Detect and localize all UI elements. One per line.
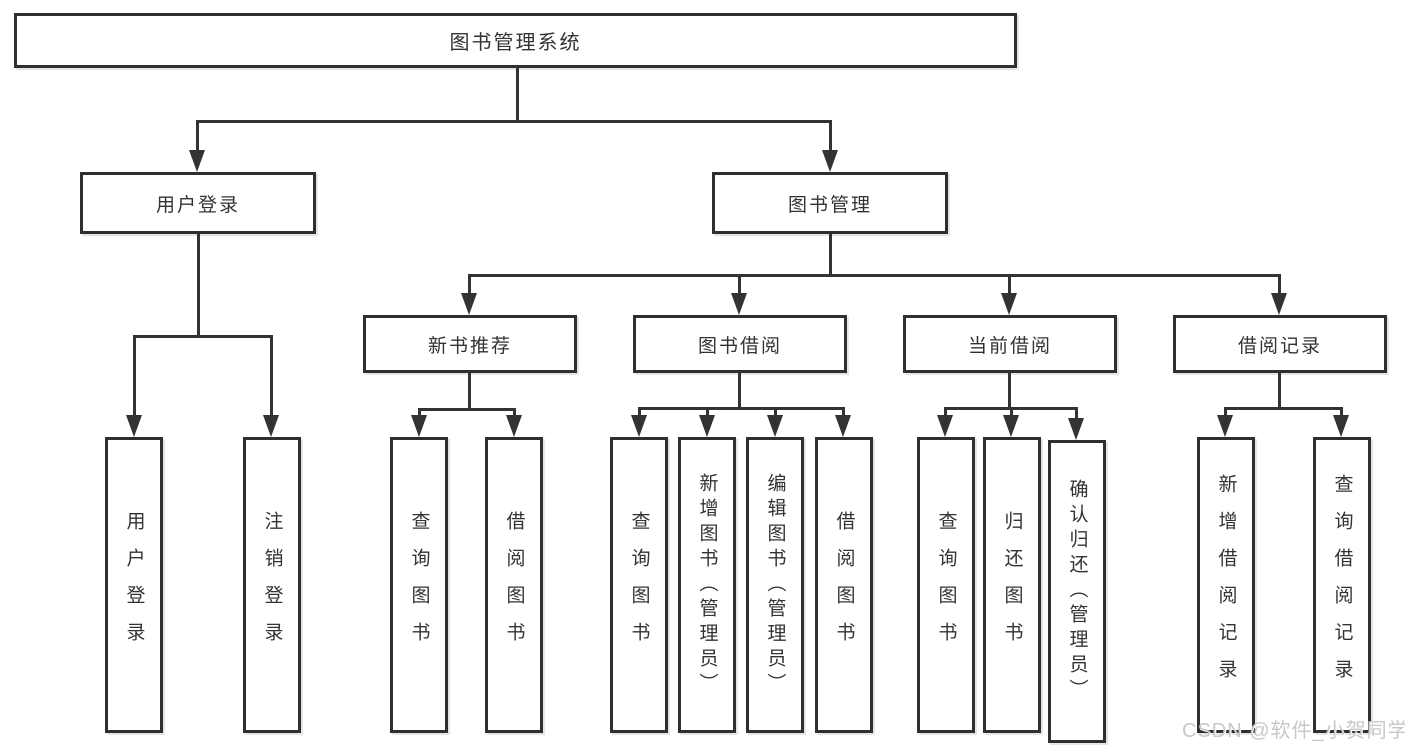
leaf-label: 归还图书: [1001, 511, 1023, 659]
leaf-label: 查询图书: [628, 511, 650, 659]
leaf-label: 注销登录: [261, 511, 283, 659]
arrow-down-icon: [1003, 415, 1019, 437]
connector-line: [1010, 407, 1013, 417]
leaf-logout: 注销登录: [243, 437, 301, 733]
arrow-down-icon: [835, 415, 851, 437]
connector-line: [516, 66, 519, 120]
connector-line: [842, 407, 845, 417]
arrow-down-icon: [767, 415, 783, 437]
connector-line: [513, 408, 516, 417]
connector-line: [196, 120, 832, 123]
connector-line: [1224, 407, 1342, 410]
connector-line: [738, 373, 741, 407]
leaf-recommend-borrow-books: 借阅图书: [485, 437, 543, 733]
connector-line: [774, 407, 777, 417]
leaf-borrow-edit-books-admin: 编辑图书（管理员）: [746, 437, 804, 733]
connector-line: [418, 408, 421, 417]
arrow-down-icon: [699, 415, 715, 437]
leaf-records-query-record: 查询借阅记录: [1313, 437, 1371, 733]
connector-line: [1340, 407, 1343, 417]
node-current-borrow: 当前借阅: [903, 315, 1117, 373]
node-borrow-records: 借阅记录: [1173, 315, 1387, 373]
connector-line: [1075, 407, 1078, 418]
leaf-label: 借阅图书: [833, 511, 855, 659]
leaf-current-return-books: 归还图书: [983, 437, 1041, 733]
connector-line: [1278, 274, 1281, 293]
leaf-label: 确认归还（管理员）: [1066, 479, 1088, 704]
watermark: CSDN @软件_小贺同学: [1182, 720, 1405, 742]
leaf-borrow-add-books-admin: 新增图书（管理员）: [678, 437, 736, 733]
arrow-down-icon: [1217, 415, 1233, 437]
connector-line: [1278, 373, 1281, 407]
connector-line: [829, 120, 832, 150]
leaf-recommend-query-books: 查询图书: [390, 437, 448, 733]
connector-line: [468, 274, 471, 293]
arrow-down-icon: [506, 415, 522, 437]
leaf-user-login: 用户登录: [105, 437, 163, 733]
node-new-book-recommend: 新书推荐: [363, 315, 577, 373]
connector-line: [1008, 274, 1011, 293]
connector-line: [133, 335, 273, 338]
leaf-label: 查询图书: [935, 511, 957, 659]
leaf-records-add-record: 新增借阅记录: [1197, 437, 1255, 733]
leaf-borrow-query-books: 查询图书: [610, 437, 668, 733]
leaf-label: 新增借阅记录: [1215, 474, 1237, 696]
arrow-down-icon: [1333, 415, 1349, 437]
connector-line: [468, 373, 471, 408]
leaf-label: 用户登录: [123, 511, 145, 659]
connector-line: [418, 408, 516, 411]
arrow-down-icon: [937, 415, 953, 437]
leaf-current-confirm-return-admin: 确认归还（管理员）: [1048, 440, 1106, 743]
connector-line: [706, 407, 709, 417]
arrow-down-icon: [126, 415, 142, 437]
leaf-borrow-borrow-books: 借阅图书: [815, 437, 873, 733]
connector-line: [133, 335, 136, 415]
arrow-down-icon: [189, 150, 205, 172]
connector-line: [197, 234, 200, 335]
arrow-down-icon: [822, 150, 838, 172]
connector-line: [468, 274, 1281, 277]
connector-line: [829, 234, 832, 274]
connector-line: [944, 407, 947, 417]
leaf-label: 新增图书（管理员）: [696, 472, 718, 698]
connector-line: [1008, 373, 1011, 407]
arrow-down-icon: [263, 415, 279, 437]
connector-line: [1224, 407, 1227, 417]
arrow-down-icon: [1001, 293, 1017, 315]
connector-line: [638, 407, 641, 417]
leaf-current-query-books: 查询图书: [917, 437, 975, 733]
arrow-down-icon: [1271, 293, 1287, 315]
arrow-down-icon: [461, 293, 477, 315]
connector-line: [270, 335, 273, 415]
leaf-label: 编辑图书（管理员）: [764, 472, 786, 698]
node-user-login: 用户登录: [80, 172, 316, 234]
leaf-label: 借阅图书: [503, 511, 525, 659]
node-book-borrow: 图书借阅: [633, 315, 847, 373]
connector-line: [738, 274, 741, 293]
arrow-down-icon: [411, 415, 427, 437]
leaf-label: 查询借阅记录: [1331, 474, 1353, 696]
connector-line: [638, 407, 844, 410]
node-book-management: 图书管理: [712, 172, 948, 234]
node-library-system: 图书管理系统: [14, 13, 1017, 68]
leaf-label: 查询图书: [408, 511, 430, 659]
arrow-down-icon: [631, 415, 647, 437]
arrow-down-icon: [731, 293, 747, 315]
arrow-down-icon: [1068, 418, 1084, 440]
connector-line: [196, 120, 199, 150]
